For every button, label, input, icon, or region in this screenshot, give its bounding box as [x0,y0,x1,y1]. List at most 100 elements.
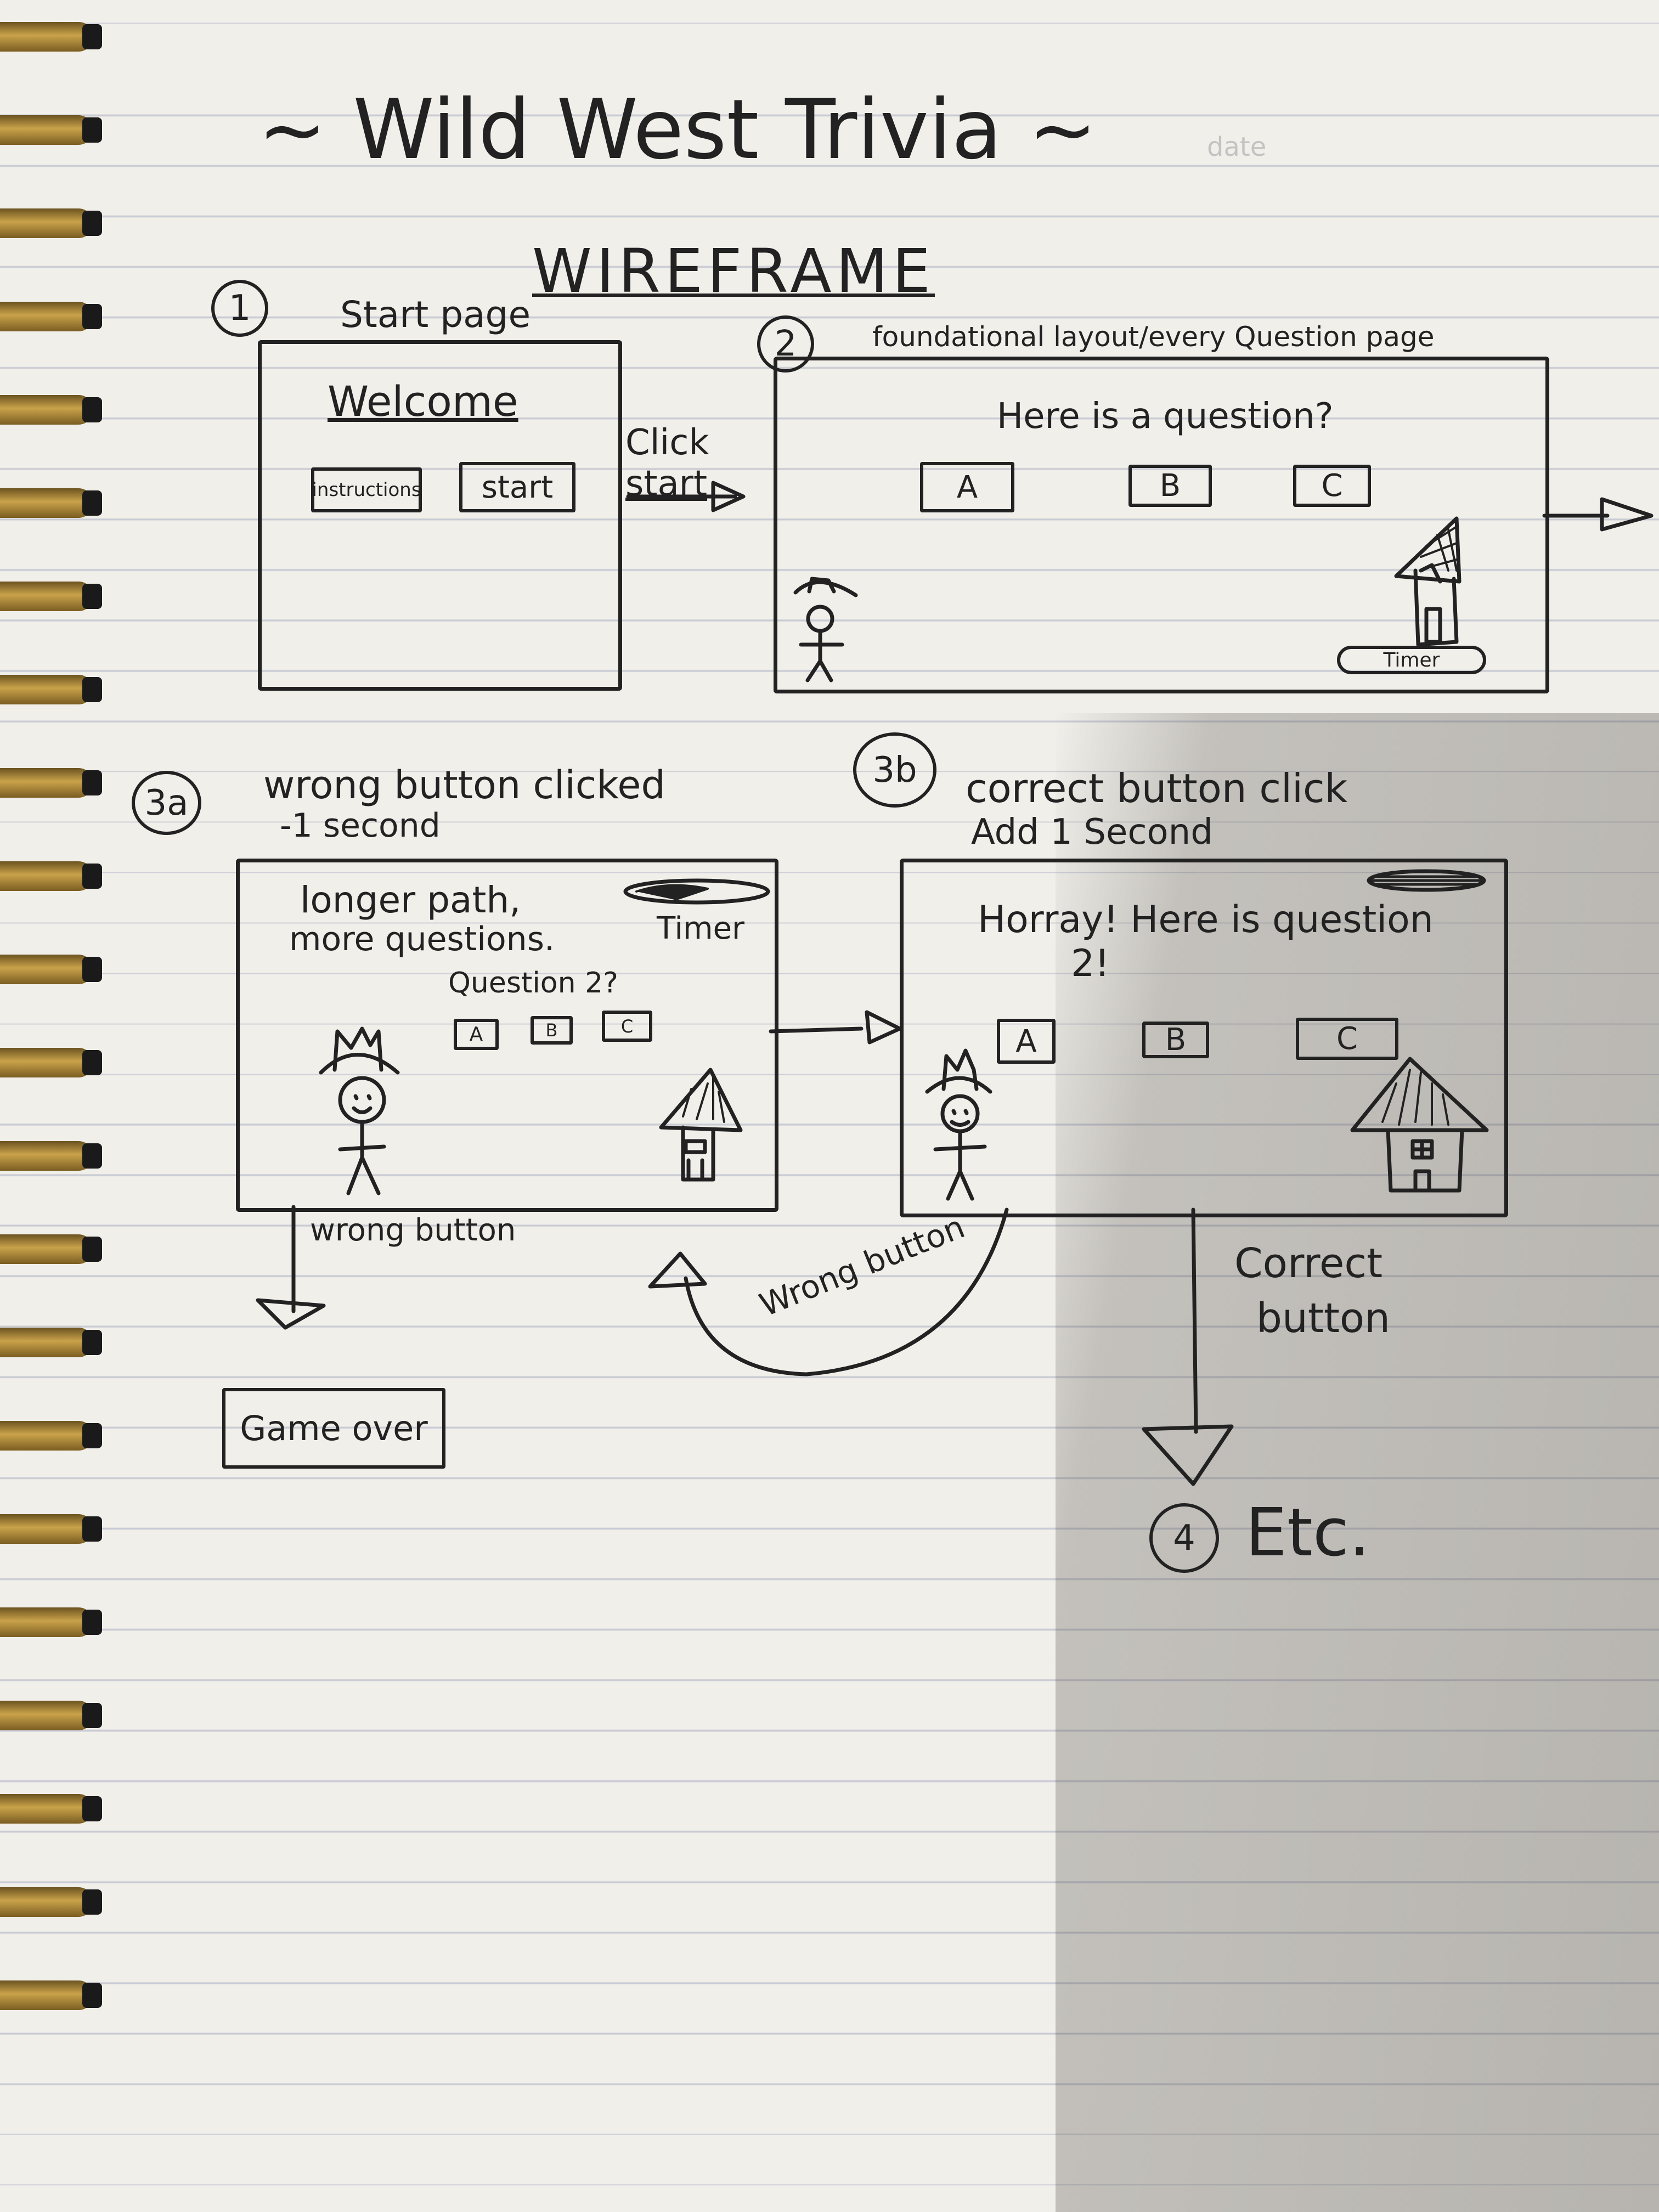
house-step3b [1350,1057,1489,1193]
house-step2 [1394,516,1462,647]
correct-button-line1: Correct [1234,1240,1383,1287]
spiral-ring [0,768,93,798]
spiral-hole [82,1703,102,1728]
step2-exit-arrow [1542,497,1654,532]
step-4-number: 4 [1149,1503,1219,1573]
more-questions-text: more questions. [289,920,555,958]
spiral-ring [0,22,93,52]
question-2-number: 2! [1071,942,1110,985]
click-start-arrow [626,481,746,512]
house-step3a [659,1068,743,1182]
arrow-to-game-over [256,1205,326,1330]
answer-b-button[interactable]: B [1142,1022,1209,1058]
spiral-ring [0,582,93,611]
correct-answer-frame: Horray! Here is question 2! A B C [900,859,1508,1217]
step-1-label: Start page [340,294,531,336]
spiral-ring [0,1887,93,1917]
answer-a-button[interactable]: A [454,1019,499,1050]
cowboy-figure-step2 [793,577,858,682]
spiral-ring [0,1794,93,1824]
spiral-ring [0,395,93,425]
spiral-ring [0,955,93,984]
spiral-ring [0,1514,93,1544]
spiral-hole [82,490,102,516]
spiral-ring [0,1141,93,1171]
spiral-hole [82,864,102,889]
spiral-hole [82,1330,102,1355]
timer-bar-step3a [623,878,770,905]
spiral-hole [82,1983,102,2008]
start-page-frame: Welcome instructions start [258,340,622,691]
spiral-binding [0,0,110,2212]
step-3a-label1: wrong button clicked [263,763,665,808]
click-start-line1: Click [625,422,709,463]
spiral-hole [82,584,102,609]
step-3b-label1: correct button click [966,765,1348,811]
question-text: Here is a question? [997,396,1334,437]
spiral-hole [82,957,102,982]
spiral-hole [82,211,102,236]
arrow-3a-to-3b [769,1010,902,1045]
question-page-frame: Here is a question? A B C Timer [774,357,1549,693]
spiral-ring [0,1234,93,1264]
spiral-hole [82,24,102,49]
spiral-hole [82,1516,102,1542]
timer-label: Timer [657,911,745,946]
spiral-ring [0,1048,93,1077]
start-button[interactable]: start [459,462,575,512]
wrong-button-label: wrong button [310,1212,516,1248]
spiral-hole [82,1610,102,1635]
answer-a-button[interactable]: A [997,1019,1056,1064]
spiral-ring [0,1421,93,1451]
spiral-ring [0,1607,93,1637]
timer-bar: Timer [1337,646,1486,674]
answer-c-button[interactable]: C [602,1011,652,1042]
answer-b-button[interactable]: B [531,1016,573,1045]
correct-button-line2: button [1256,1295,1391,1342]
spiral-hole [82,117,102,143]
page-shadow [1056,713,1659,2212]
arrow-correct-down [1142,1207,1234,1486]
question-2-text: Question 2? [448,967,618,1000]
game-over-box: Game over [222,1388,445,1469]
spiral-hole [82,1143,102,1169]
page-title: ~ Wild West Trivia ~ [258,82,1097,178]
spiral-ring [0,115,93,145]
spiral-hole [82,1889,102,1915]
spiral-ring [0,1328,93,1357]
etc-label: Etc. [1245,1495,1370,1571]
cowboy-figure-step3a [319,1026,400,1195]
step-3a-number: 3a [132,771,201,835]
date-label: date [1207,132,1267,162]
answer-a-button[interactable]: A [920,462,1014,512]
step-3b-number: 3b [853,732,936,808]
step-3b-label2: Add 1 Second [971,812,1213,853]
step-3a-label2: -1 second [280,806,441,845]
welcome-text: Welcome [328,377,518,426]
spiral-ring [0,861,93,891]
spiral-hole [82,1796,102,1821]
spiral-ring [0,302,93,331]
spiral-hole [82,397,102,422]
wrong-answer-frame: longer path, more questions. Timer Quest… [236,859,778,1212]
answer-b-button[interactable]: B [1128,465,1212,507]
spiral-hole [82,677,102,702]
spiral-ring [0,1980,93,2010]
cowboy-figure-step3b [925,1048,992,1201]
spiral-hole [82,1423,102,1448]
answer-c-button[interactable]: C [1293,465,1371,507]
horray-text: Horray! Here is question [978,898,1434,941]
step-2-label: foundational layout/every Question page [872,321,1435,353]
spiral-hole [82,1050,102,1075]
instructions-button[interactable]: instructions [311,467,422,512]
timer-bar-step3b [1367,869,1486,892]
arrow-wrong-curve [648,1207,1009,1376]
answer-c-button[interactable]: C [1296,1018,1398,1060]
spiral-ring [0,208,93,238]
spiral-hole [82,770,102,795]
spiral-hole [82,304,102,329]
spiral-ring [0,488,93,518]
wireframe-heading: WIREFRAME [532,236,935,306]
